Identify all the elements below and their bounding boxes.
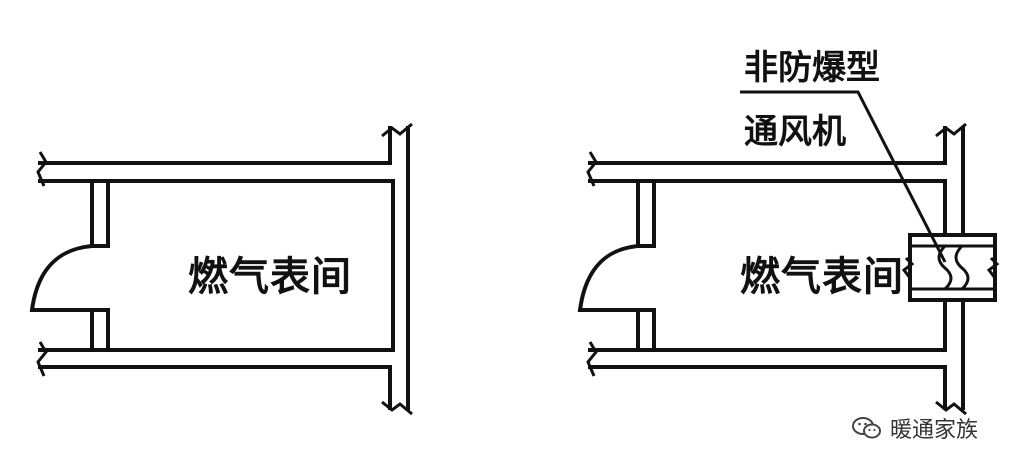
fan-label-line2: 通风机 [744, 112, 846, 152]
fan-blade-mirror [954, 244, 970, 291]
left-floor-plan [29, 122, 413, 416]
right-door-jamb-bottom [636, 308, 656, 352]
fan-break-right [986, 256, 1000, 279]
right-break-mark-top [935, 122, 967, 138]
right-bottom-outer-wall [588, 365, 947, 410]
fan-break-left [901, 256, 915, 279]
left-room-label: 燃气表间 [188, 254, 352, 300]
wechat-icon [852, 417, 881, 439]
right-top-outer-wall [588, 126, 947, 165]
right-break-mark-left-bottom [586, 341, 598, 377]
left-door-jamb-bottom [90, 308, 110, 352]
watermark: 暖通家族 [852, 412, 978, 444]
right-room-label: 燃气表间 [740, 254, 904, 300]
right-floor-plan [577, 90, 1000, 416]
fan-label-leader-line [740, 90, 947, 263]
left-bottom-outer-wall [38, 365, 392, 410]
left-break-mark-left-bottom [36, 341, 48, 377]
right-door-swing-arc [577, 243, 641, 312]
left-break-mark-left-top [36, 151, 48, 187]
left-door-jamb-top [90, 179, 110, 248]
watermark-text: 暖通家族 [890, 418, 979, 443]
fan-label-line1: 非防爆型 [744, 48, 880, 88]
right-door-jamb-top [636, 179, 656, 248]
left-break-mark-bottom-right [381, 400, 413, 416]
left-door-swing-arc [29, 243, 95, 312]
right-break-mark-left-top [586, 151, 598, 187]
right-break-mark-bottom [935, 400, 967, 416]
exhaust-fan-symbol [901, 233, 1000, 302]
left-top-outer-wall [38, 126, 392, 165]
left-break-mark-top-right [381, 122, 413, 138]
